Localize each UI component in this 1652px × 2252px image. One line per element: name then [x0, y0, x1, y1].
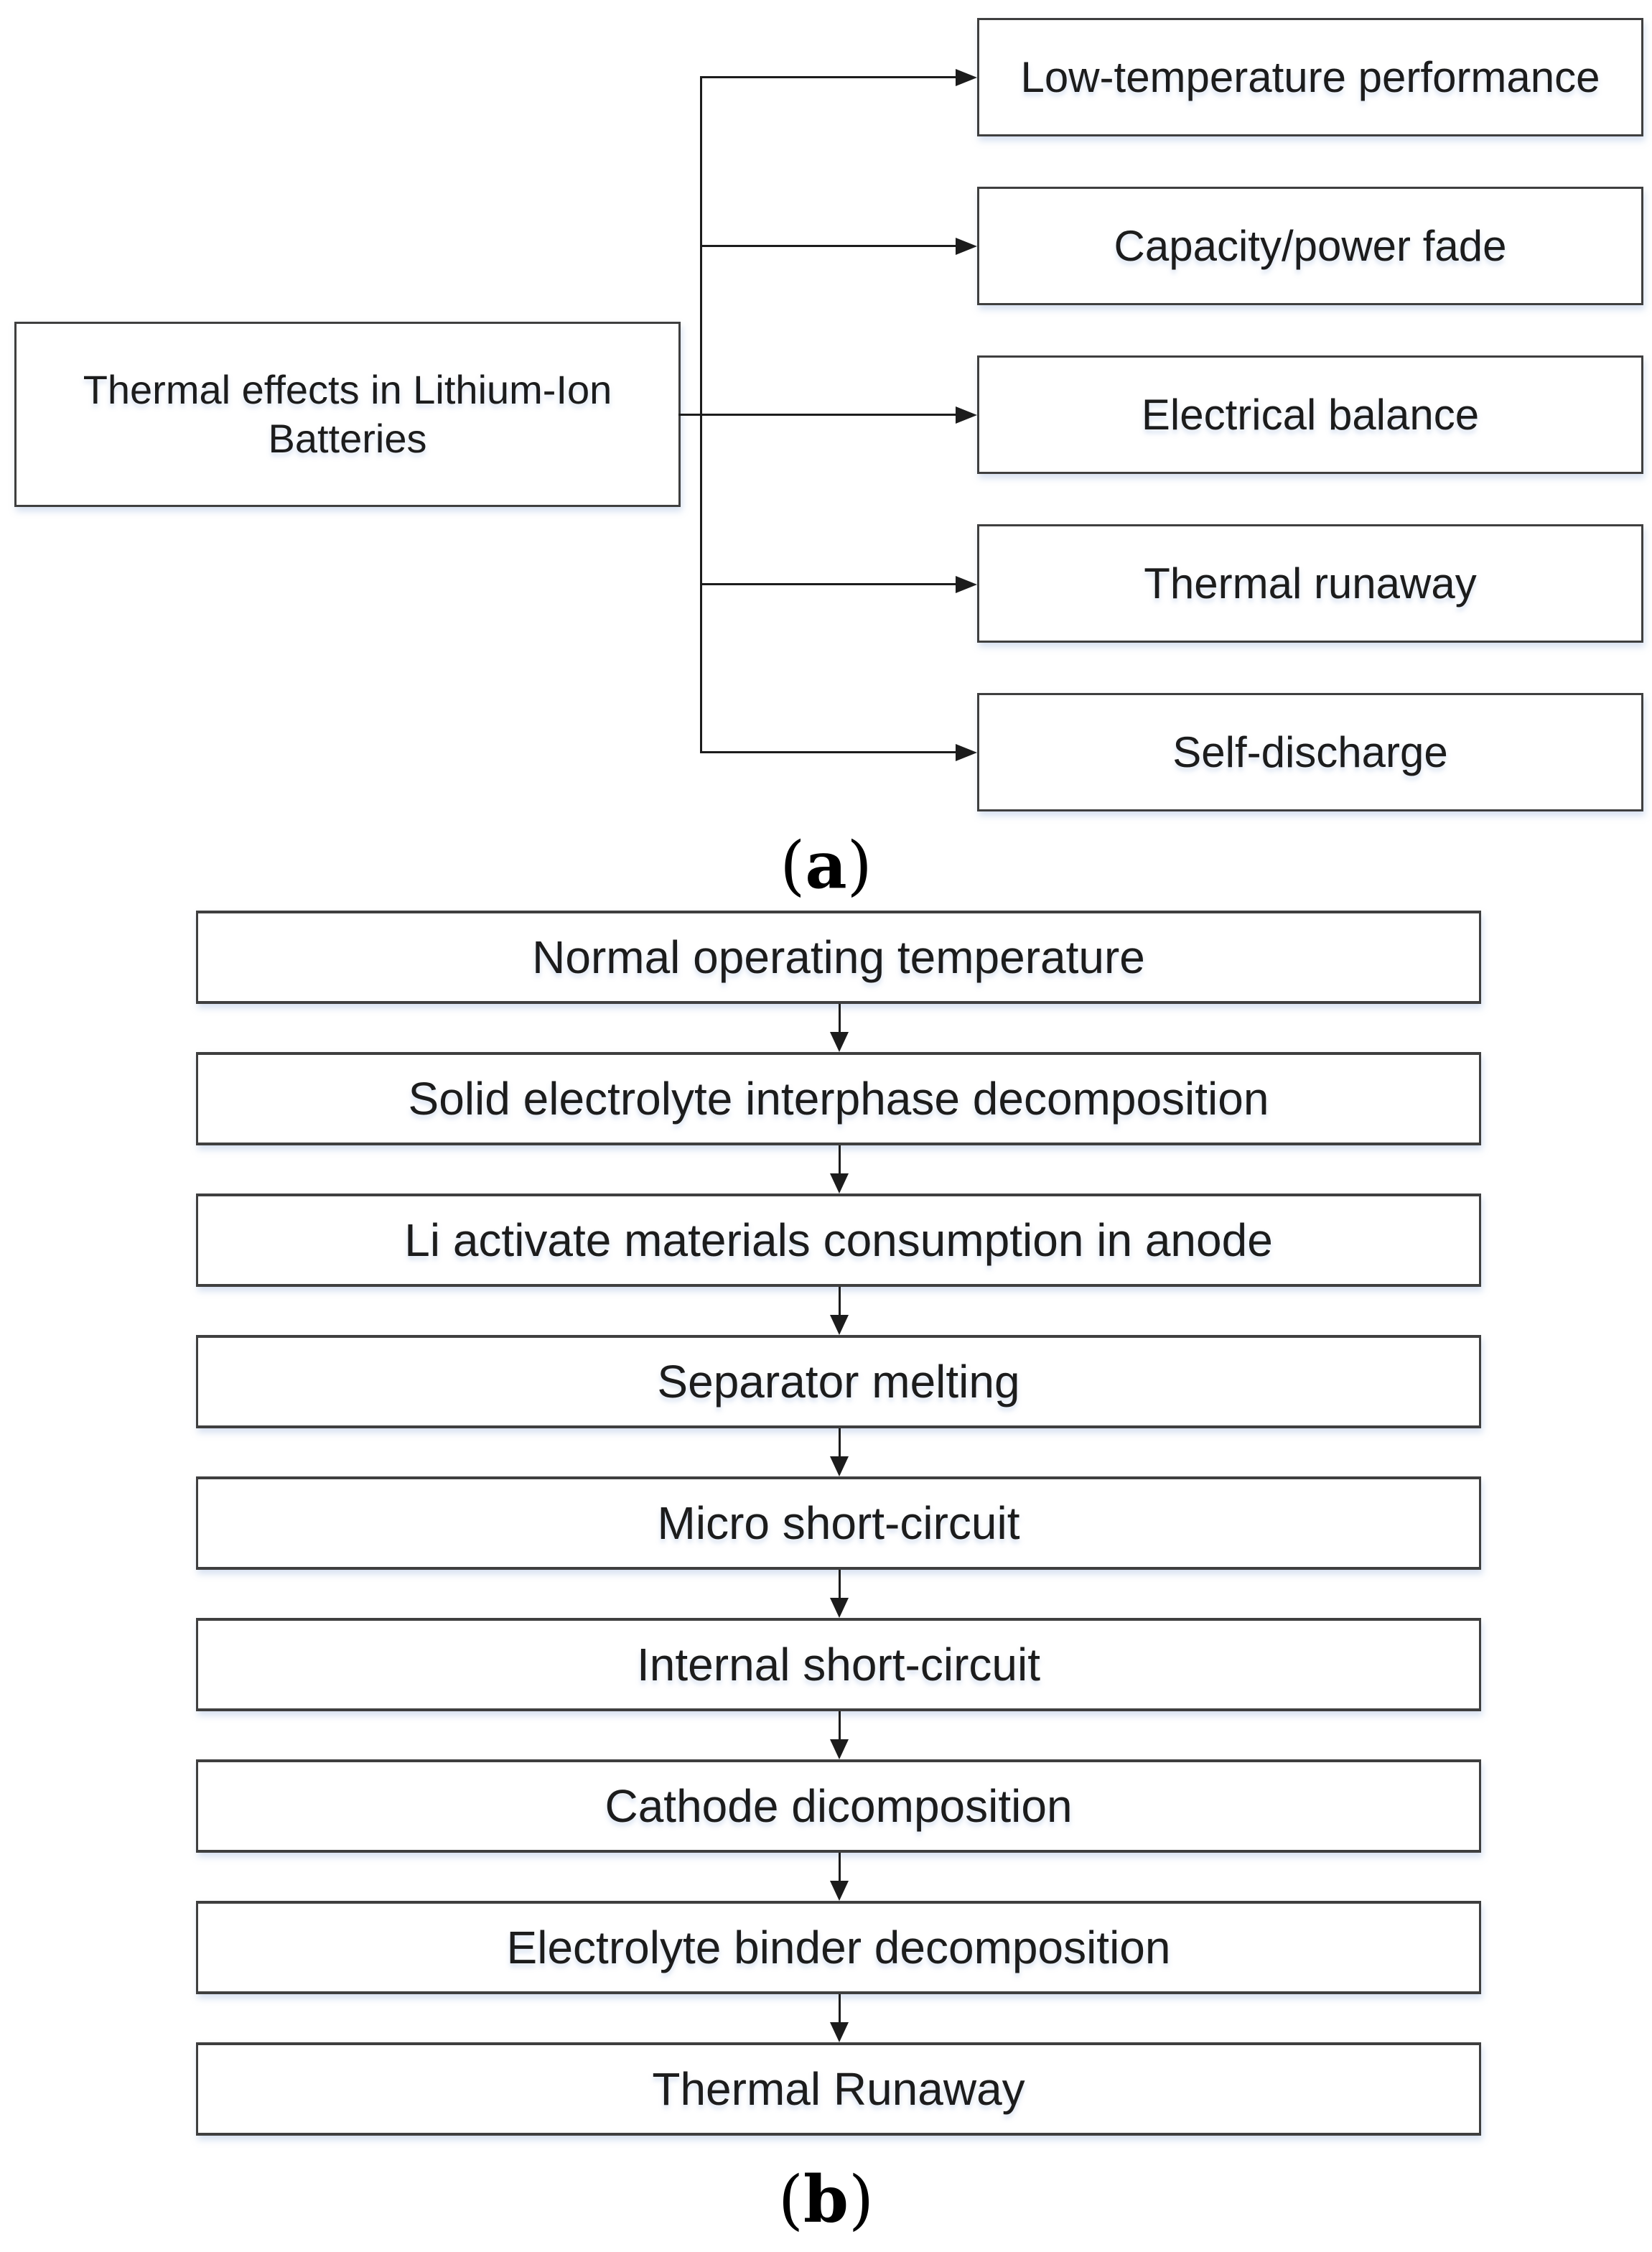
panel-a-label-letter: a	[805, 827, 847, 903]
effect-box-label: Capacity/power fade	[1114, 221, 1507, 270]
arrowhead-right-icon	[956, 238, 977, 255]
arrowhead-right-icon	[956, 576, 977, 593]
branch-line	[700, 751, 957, 753]
step-box-normal-operating-temperature: Normal operating temperature	[196, 911, 1481, 1004]
root-connector-line	[678, 414, 701, 416]
panel-b-label-letter: b	[803, 2162, 849, 2238]
flow-connector-line	[839, 1570, 841, 1600]
effect-box-low-temperature: Low-temperature performance	[977, 18, 1643, 136]
step-box-label: Internal short-circuit	[637, 1638, 1040, 1690]
panel-b-label: (b)	[0, 2162, 1652, 2238]
step-box-label: Li activate materials consumption in ano…	[404, 1214, 1273, 1266]
flow-connector-line	[839, 1287, 841, 1317]
arrowhead-down-icon	[830, 1598, 849, 1618]
panel-a-label-paren-open: (	[780, 828, 806, 903]
branch-line	[700, 76, 957, 78]
flow-connector-line	[839, 1004, 841, 1034]
step-box-separator-melting: Separator melting	[196, 1335, 1481, 1428]
panel-b-label-paren-open: (	[778, 2162, 804, 2238]
effect-box-capacity-fade: Capacity/power fade	[977, 187, 1643, 305]
arrowhead-down-icon	[830, 2022, 849, 2042]
flow-connector-line	[839, 1145, 841, 1176]
step-box-internal-short-circuit: Internal short-circuit	[196, 1618, 1481, 1711]
arrowhead-down-icon	[830, 1456, 849, 1476]
step-box-thermal-runaway: Thermal Runaway	[196, 2042, 1481, 2136]
step-box-label: Micro short-circuit	[657, 1497, 1020, 1549]
panel-b-label-paren-close: )	[848, 2162, 874, 2238]
step-box-label: Electrolyte binder decomposition	[506, 1921, 1171, 1973]
step-box-electrolyte-binder-decomposition: Electrolyte binder decomposition	[196, 1901, 1481, 1994]
arrowhead-down-icon	[830, 1173, 849, 1194]
arrowhead-down-icon	[830, 1739, 849, 1759]
flow-connector-line	[839, 1853, 841, 1883]
effect-box-self-discharge: Self-discharge	[977, 693, 1643, 811]
step-box-label: Separator melting	[657, 1355, 1020, 1408]
arrowhead-right-icon	[956, 406, 977, 424]
flow-connector-line	[839, 1711, 841, 1741]
branch-line	[700, 583, 957, 585]
panel-a-label-paren-close: )	[846, 828, 872, 903]
branch-line	[700, 245, 957, 247]
arrowhead-right-icon	[956, 69, 977, 86]
effect-box-label: Low-temperature performance	[1020, 52, 1600, 101]
effect-box-thermal-runaway: Thermal runaway	[977, 524, 1643, 643]
step-box-label: Cathode dicomposition	[605, 1779, 1073, 1832]
root-box-label: Thermal effects in Lithium-Ion Batteries	[83, 366, 612, 461]
step-box-cathode-dicomposition: Cathode dicomposition	[196, 1759, 1481, 1853]
effect-box-label: Self-discharge	[1172, 727, 1448, 776]
root-box: Thermal effects in Lithium-Ion Batteries	[14, 322, 681, 507]
flow-connector-line	[839, 1428, 841, 1458]
step-box-label: Thermal Runaway	[652, 2062, 1025, 2115]
step-box-sei-decomposition: Solid electrolyte interphase decompositi…	[196, 1052, 1481, 1145]
effect-box-label: Thermal runaway	[1144, 559, 1477, 608]
flow-connector-line	[839, 1994, 841, 2024]
panel-a-label: (a)	[0, 827, 1652, 903]
effect-box-electrical-balance: Electrical balance	[977, 355, 1643, 474]
step-box-micro-short-circuit: Micro short-circuit	[196, 1476, 1481, 1570]
step-box-li-materials-consumption: Li activate materials consumption in ano…	[196, 1194, 1481, 1287]
arrowhead-right-icon	[956, 744, 977, 761]
arrowhead-down-icon	[830, 1032, 849, 1052]
branch-line	[700, 414, 957, 416]
step-box-label: Solid electrolyte interphase decompositi…	[408, 1072, 1269, 1125]
arrowhead-down-icon	[830, 1881, 849, 1901]
arrowhead-down-icon	[830, 1315, 849, 1335]
effect-box-label: Electrical balance	[1141, 390, 1480, 439]
step-box-label: Normal operating temperature	[532, 931, 1145, 983]
